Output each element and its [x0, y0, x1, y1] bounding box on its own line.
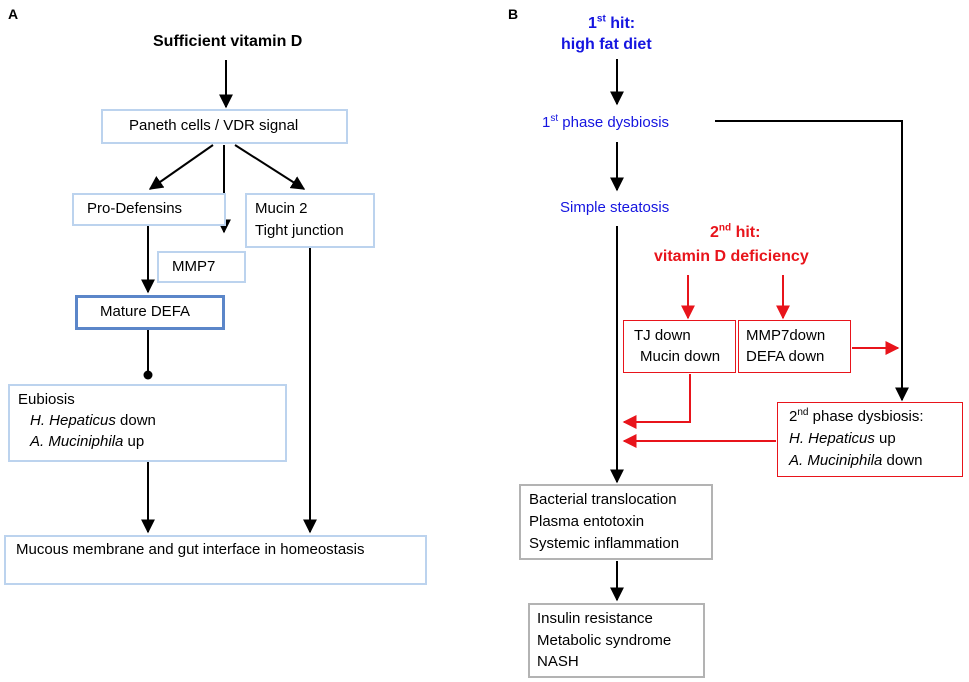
phase2-rest: phase dysbiosis:: [808, 408, 924, 425]
homeostasis-label: Mucous membrane and gut interface in hom…: [16, 541, 365, 558]
eubiosis-am-line: A. Muciniphila up: [30, 432, 144, 452]
tj-line2: Mucin down: [640, 348, 721, 365]
simple-steatosis: Simple steatosis: [560, 199, 670, 216]
phase2-am-line: A. Muciniphila down: [789, 451, 922, 471]
mmp-line1: MMP7down: [746, 327, 826, 344]
mucin-label-line2: Tight junction: [255, 222, 344, 239]
mature-defa-box: [75, 295, 225, 330]
phase2-hh-species: H. Hepaticus: [789, 430, 875, 447]
arrow-paneth-to-mucin: [234, 144, 306, 190]
second-hit-sup: nd: [718, 222, 732, 234]
first-hit-line2: high fat diet: [561, 36, 652, 53]
phase2-sup: nd: [797, 407, 809, 418]
second-hit-rest: hit:: [731, 224, 761, 241]
paneth-label: Paneth cells / VDR signal: [129, 117, 299, 134]
mucin-box: [245, 193, 375, 248]
inhibit-dot: [143, 370, 153, 380]
tj-mucin-box: [623, 320, 736, 373]
bact-line1: Bacterial translocation: [529, 491, 677, 508]
eubiosis-hh-line: H. Hepaticus down: [30, 411, 156, 431]
first-hit-num: 1: [588, 15, 597, 32]
ins-line2: Metabolic syndrome: [537, 632, 672, 649]
sufficient-vitamin-d-title: Sufficient vitamin D: [153, 33, 303, 50]
phase1-rest: phase dysbiosis: [558, 114, 670, 131]
eubiosis-box: [8, 384, 287, 462]
mmp7-label: MMP7: [172, 258, 216, 275]
prodefensins-label: Pro-Defensins: [87, 200, 183, 217]
first-hit-sup: st: [596, 13, 606, 25]
homeostasis-box: [4, 535, 427, 585]
mature-defa-label: Mature DEFA: [100, 303, 191, 320]
mmp7-box: [157, 251, 246, 283]
mmp-line2: DEFA down: [746, 348, 825, 365]
phase2-hh-change: up: [874, 430, 896, 447]
mucin-label-line1: Mucin 2: [255, 200, 308, 217]
second-hit-num: 2: [710, 224, 719, 241]
second-hit-line1: 2nd hit:: [710, 223, 760, 243]
panel-a-label: A: [8, 6, 19, 22]
tj-line1: TJ down: [634, 327, 691, 344]
second-hit-line2: vitamin D deficiency: [654, 248, 809, 265]
panel-b-label: B: [508, 6, 519, 22]
prodefensins-box: [72, 193, 226, 226]
bact-line2: Plasma entotoxin: [529, 513, 645, 530]
phase1-sup: st: [550, 113, 559, 124]
phase2-am-change: down: [882, 452, 923, 469]
arrow-paneth-to-prodefensins: [148, 144, 214, 190]
phase2-hh-line: H. Hepaticus up: [789, 429, 896, 449]
phase1-num: 1: [542, 114, 551, 131]
mmp-defa-box: [738, 320, 851, 373]
hh-change: down: [115, 412, 156, 429]
am-species: A. Muciniphila: [30, 433, 124, 450]
ins-line1: Insulin resistance: [537, 610, 653, 627]
connector-phase1-right: [715, 120, 909, 402]
first-hit-rest: hit:: [605, 15, 636, 32]
bacterial-box: [519, 484, 713, 560]
arrow-tj-to-main: [622, 374, 691, 429]
am-change: up: [123, 433, 145, 450]
paneth-box: [101, 109, 348, 144]
eubiosis-title: Eubiosis: [18, 391, 75, 408]
phase2-num: 2: [789, 408, 798, 425]
phase2-am-species: A. Muciniphila: [789, 452, 883, 469]
phase2-title: 2nd phase dysbiosis:: [789, 407, 924, 427]
insulin-box: [528, 603, 705, 678]
hh-species: H. Hepaticus: [30, 412, 116, 429]
ins-line3: NASH: [537, 653, 579, 670]
phase2-box: [777, 402, 963, 477]
phase1-dysbiosis: 1st phase dysbiosis: [542, 113, 669, 133]
bact-line3: Systemic inflammation: [529, 535, 680, 552]
first-hit-line1: 1st hit:: [588, 14, 635, 34]
